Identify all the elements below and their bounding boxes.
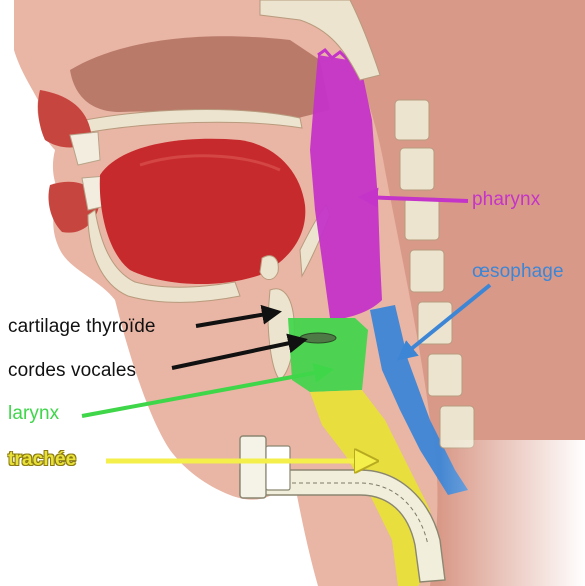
label-cordes-vocales: cordes vocales bbox=[8, 361, 136, 380]
label-trachee: trachée bbox=[8, 450, 76, 469]
vertebra bbox=[400, 148, 434, 190]
vertebra bbox=[405, 198, 439, 240]
fade-overlay bbox=[440, 440, 585, 586]
larynx-region bbox=[288, 318, 368, 392]
hyoid-bone bbox=[260, 256, 278, 280]
label-larynx: larynx bbox=[8, 404, 59, 423]
tracheostomy-cap bbox=[266, 446, 290, 490]
vertebra bbox=[395, 100, 429, 140]
vocal-cords bbox=[300, 333, 336, 343]
vertebra bbox=[428, 354, 462, 396]
label-pharynx: pharynx bbox=[472, 190, 540, 209]
vertebra bbox=[410, 250, 444, 292]
tracheostomy-flange bbox=[240, 436, 266, 498]
label-oesophage: œsophage bbox=[472, 262, 564, 281]
label-cartilage-thyroide: cartilage thyroïde bbox=[8, 317, 156, 336]
